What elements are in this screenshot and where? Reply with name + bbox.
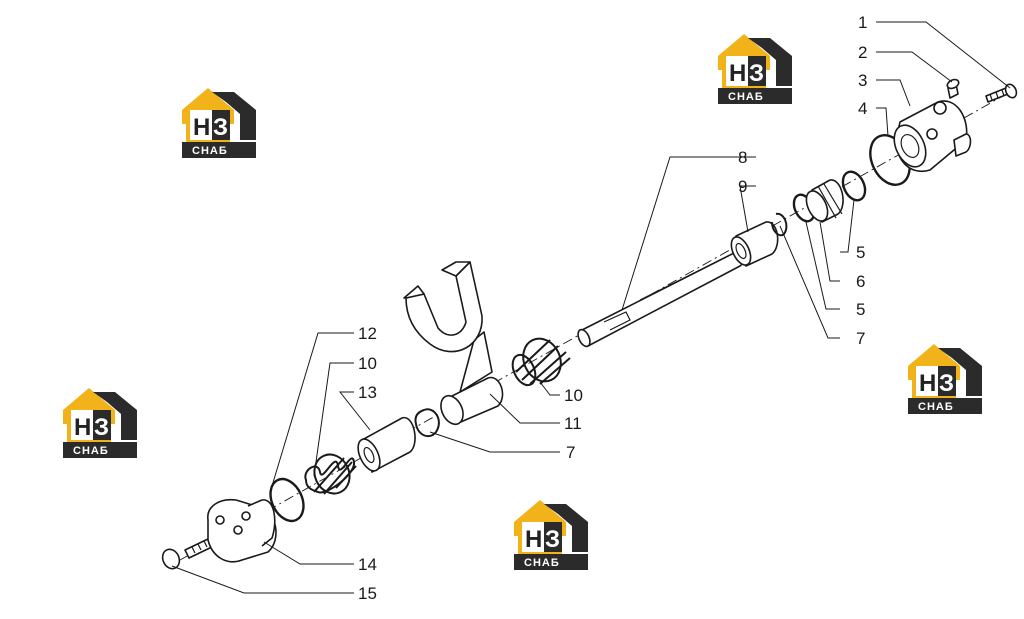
- callout-label-7-left: 7: [566, 443, 575, 462]
- svg-text:З: З: [749, 60, 764, 87]
- svg-text:Н: Н: [525, 526, 542, 553]
- callout-label-10-right: 10: [564, 386, 583, 405]
- part-spring-10-left: [304, 453, 357, 495]
- callout-label-10-left: 10: [358, 354, 377, 373]
- part-spring-10-right: [511, 337, 571, 387]
- callout-label-4: 4: [858, 99, 867, 118]
- callout-label-9: 9: [738, 177, 747, 196]
- part-o-ring-12: [269, 477, 305, 523]
- part-screw-2: [946, 78, 960, 99]
- part-piston-6: [805, 179, 844, 223]
- part-cover-14: [207, 498, 277, 563]
- part-circlip-7-right: [771, 212, 788, 237]
- callout-label-6: 6: [856, 272, 865, 291]
- callout-label-8: 8: [738, 148, 747, 167]
- callout-label-14: 14: [358, 555, 377, 574]
- part-shift-fork-11: [403, 261, 504, 426]
- part-o-ring-5-upper: [841, 170, 867, 202]
- callout-label-2: 2: [858, 43, 867, 62]
- part-circlip-7-left: [414, 408, 440, 438]
- callout-label-11: 11: [564, 414, 582, 433]
- svg-text:Н: Н: [919, 370, 936, 397]
- watermark-logo-3: Н З СНАБ: [908, 344, 982, 414]
- callout-label-7-right: 7: [856, 329, 865, 348]
- svg-text:З: З: [94, 414, 109, 441]
- leader-lines: [171, 21, 1011, 594]
- part-bolt-15: [161, 537, 215, 570]
- svg-text:З: З: [939, 370, 954, 397]
- watermark-logo-5: Н З СНАБ: [514, 500, 588, 570]
- part-bushing-9: [730, 221, 779, 267]
- part-sleeve-13: [357, 417, 416, 473]
- callout-label-5-upper: 5: [856, 243, 865, 262]
- callout-label-12: 12: [358, 324, 377, 343]
- svg-text:СНАБ: СНАБ: [918, 401, 954, 413]
- callout-label-13: 13: [358, 383, 377, 402]
- watermark-logo-1: Н З СНАБ: [718, 34, 792, 104]
- part-housing-3: [893, 100, 972, 173]
- watermark-logo-4: Н З СНАБ: [63, 388, 137, 458]
- svg-text:СНАБ: СНАБ: [728, 91, 764, 103]
- callout-label-5-lower: 5: [856, 300, 865, 319]
- svg-text:З: З: [545, 526, 560, 553]
- svg-text:Н: Н: [74, 414, 91, 441]
- assembly-axis: [179, 91, 1011, 561]
- part-bolt-1: [985, 83, 1018, 103]
- svg-text:З: З: [213, 114, 228, 141]
- svg-text:СНАБ: СНАБ: [524, 557, 560, 569]
- callout-label-15: 15: [358, 584, 377, 603]
- svg-text:СНАБ: СНАБ: [73, 445, 109, 457]
- svg-text:Н: Н: [729, 60, 746, 87]
- svg-text:СНАБ: СНАБ: [192, 145, 228, 157]
- svg-text:Н: Н: [193, 114, 210, 141]
- part-shaft-8: [577, 251, 744, 348]
- callout-label-1: 1: [858, 13, 867, 32]
- watermark-logo-2: Н З СНАБ: [182, 88, 256, 158]
- callout-label-3: 3: [858, 71, 867, 90]
